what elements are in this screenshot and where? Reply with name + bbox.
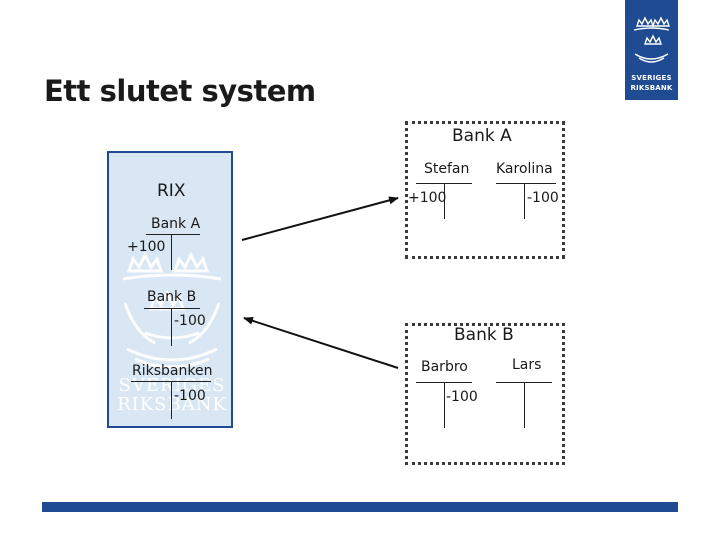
rix-account-riksbanken-label: Riksbanken <box>132 363 213 379</box>
riksbank-logo: SVERIGES RIKSBANK <box>625 0 678 100</box>
bank-a-box <box>405 121 565 259</box>
bank-a-account-karolina-value: -100 <box>527 190 559 206</box>
bank-a-account-stefan-label: Stefan <box>424 161 470 177</box>
bank-b-account-barbro-value: -100 <box>446 389 478 405</box>
slide-title: Ett slutet system <box>44 74 316 108</box>
rix-account-bank-a-label: Bank A <box>151 216 201 232</box>
bank-b-box <box>405 323 565 465</box>
arrow-rix-to-bank-a <box>241 196 399 241</box>
arrow-bank-b-to-rix <box>243 316 399 369</box>
bank-a-account-karolina-label: Karolina <box>496 161 553 177</box>
crowns-emblem-icon <box>633 16 670 63</box>
rix-account-bank-b-label: Bank B <box>147 289 197 305</box>
rix-title: RIX <box>157 181 186 201</box>
bottom-brand-bar <box>42 502 678 512</box>
riksbank-watermark-icon <box>122 251 222 369</box>
bank-a-title: Bank A <box>452 126 512 146</box>
rix-account-bank-a-value: +100 <box>127 239 166 255</box>
rix-account-riksbanken-value: -100 <box>174 388 206 404</box>
bank-a-account-stefan-value: +100 <box>408 190 447 206</box>
bank-b-title: Bank B <box>454 325 514 345</box>
logo-text-line1: SVERIGES <box>631 74 672 82</box>
logo-text-line2: RIKSBANK <box>630 84 673 92</box>
rix-account-bank-b-value: -100 <box>174 313 206 329</box>
bank-b-account-lars-label: Lars <box>512 357 542 373</box>
bank-b-account-barbro-label: Barbro <box>421 359 468 375</box>
